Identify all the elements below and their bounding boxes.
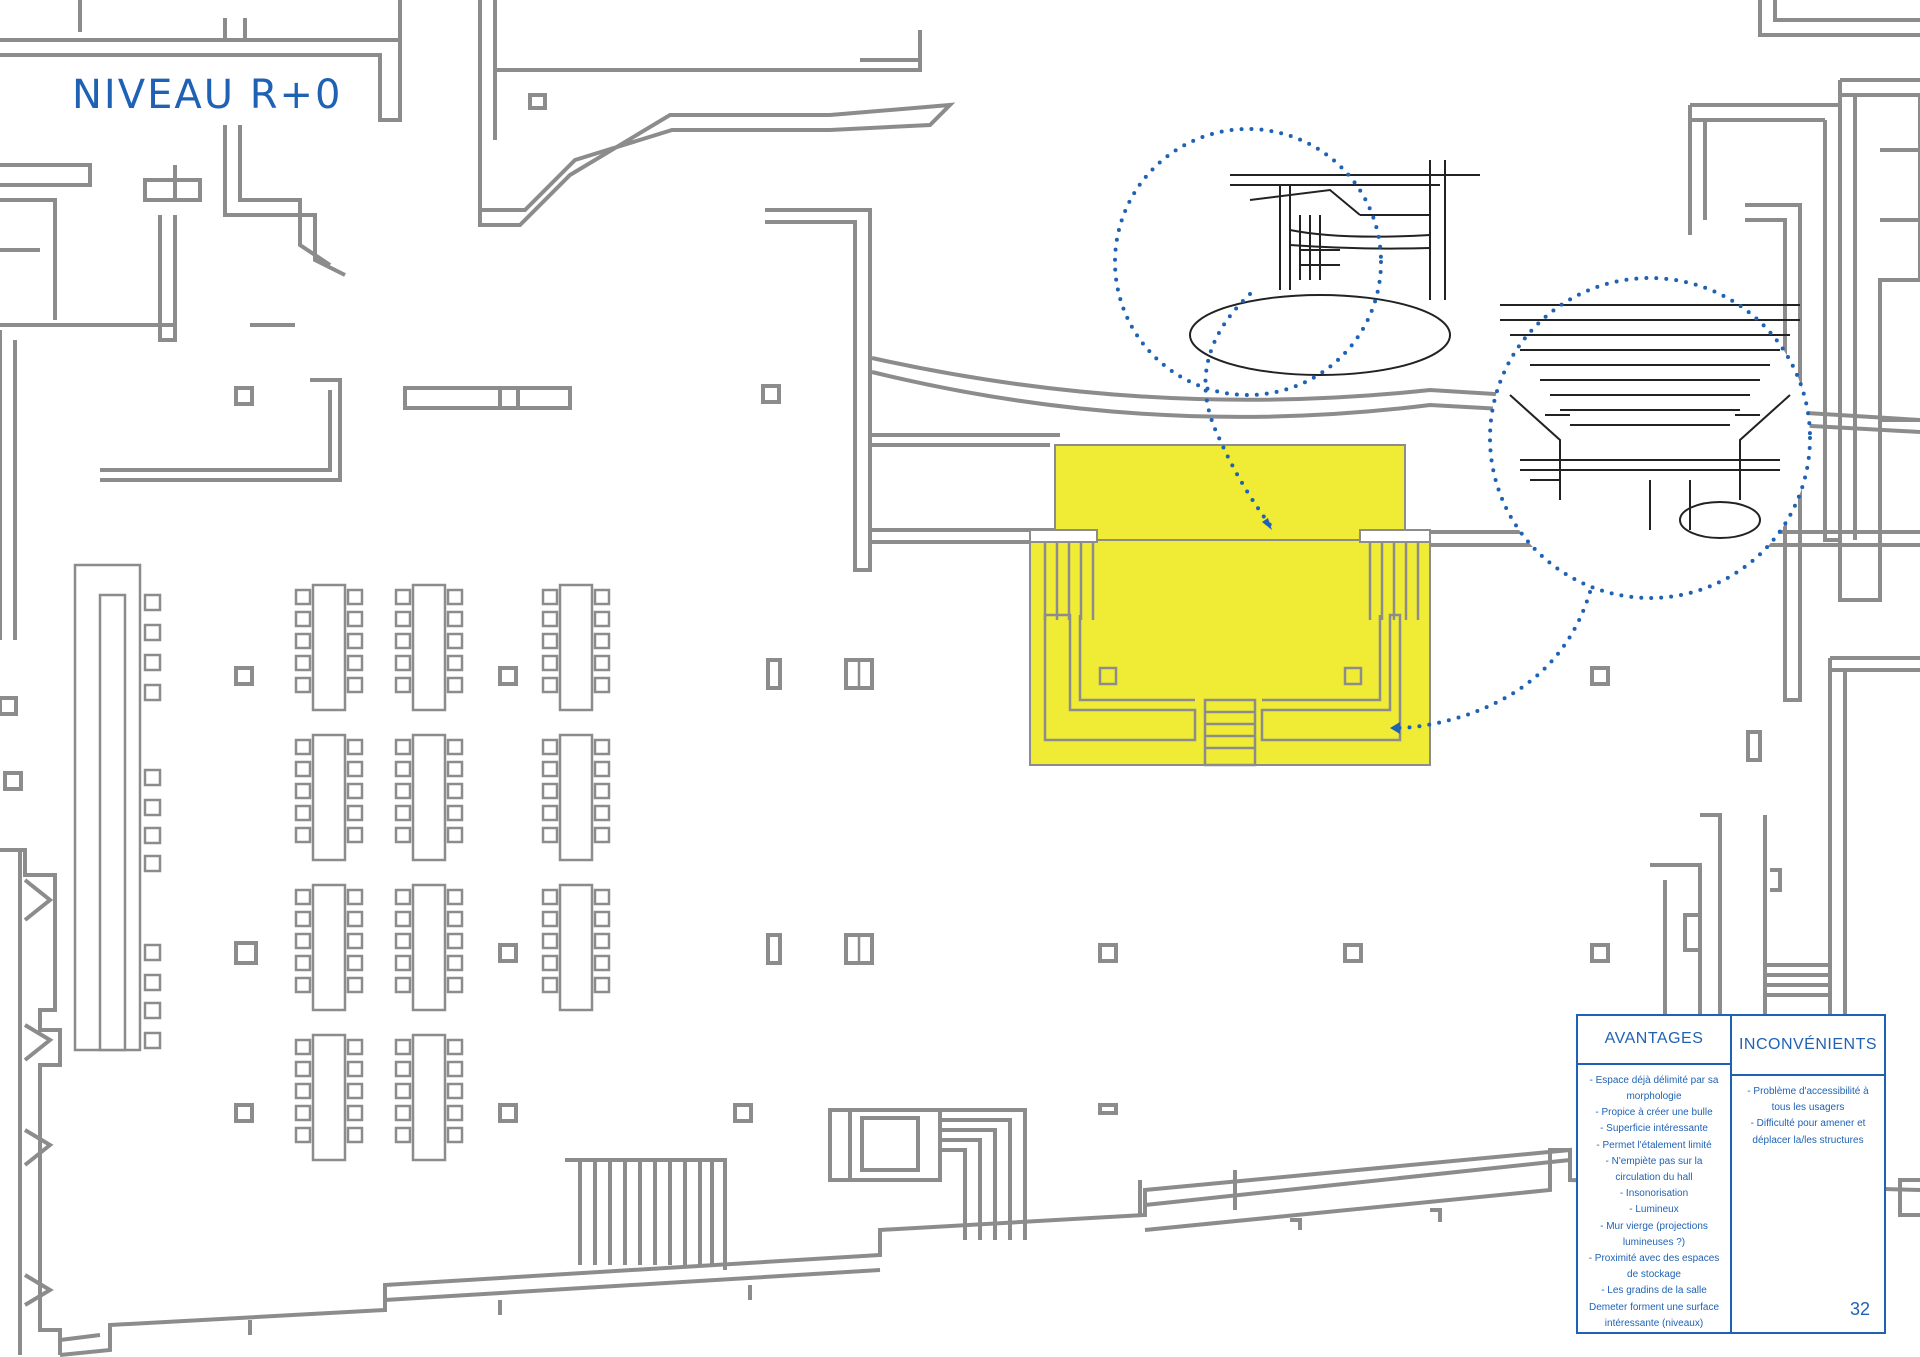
bottom-facade bbox=[59, 1108, 1920, 1357]
list-item: - Lumineux bbox=[1629, 1204, 1679, 1216]
connector-arrows bbox=[1203, 292, 1592, 734]
table-group-1 bbox=[294, 583, 611, 712]
left-walls bbox=[0, 848, 62, 1355]
hall-pillars bbox=[0, 384, 1762, 1123]
left-counter bbox=[73, 563, 162, 1052]
list-item: - Les gradins de la salle Demeter formen… bbox=[1588, 1285, 1720, 1329]
table-group-3 bbox=[294, 883, 611, 1012]
list-item: - Proximité avec des espaces de stockage bbox=[1588, 1252, 1720, 1281]
advantages-header: AVANTAGES bbox=[1578, 1016, 1730, 1065]
arrow-head-icon bbox=[1390, 722, 1400, 734]
list-item: - Problème d'accessibilité à tous les us… bbox=[1747, 1086, 1869, 1114]
sketch-circle-top bbox=[1113, 127, 1480, 397]
list-item: - N'empiète pas sur la circulation du ha… bbox=[1605, 1155, 1703, 1183]
sketch-circle-right bbox=[1488, 276, 1812, 600]
table-group-4 bbox=[294, 1033, 464, 1162]
table-group-2 bbox=[294, 733, 611, 862]
list-item: - Difficulté pour amener et déplacer la/… bbox=[1750, 1118, 1866, 1146]
disadvantages-header: INCONVÉNIENTS bbox=[1732, 1016, 1884, 1076]
advantages-list: - Espace déjà délimité par sa morphologi… bbox=[1578, 1073, 1730, 1332]
list-item: - Mur vierge (projections lumineuses ?) bbox=[1600, 1220, 1708, 1248]
list-item: - Insonorisation bbox=[1619, 1188, 1689, 1200]
top-right-rooms bbox=[1688, 0, 1920, 602]
disadvantages-column: INCONVÉNIENTS - Problème d'accessibilité… bbox=[1730, 1016, 1884, 1332]
top-left-rooms bbox=[0, 0, 402, 640]
list-item: - Propice à créer une bulle bbox=[1595, 1107, 1713, 1119]
disadvantages-list: - Problème d'accessibilité à tous les us… bbox=[1732, 1084, 1884, 1149]
pros-cons-table: AVANTAGES - Espace déjà délimité par sa … bbox=[1576, 1014, 1886, 1334]
right-walls bbox=[1650, 656, 1920, 1030]
list-item: - Superficie intéressante bbox=[1600, 1123, 1708, 1135]
advantages-column: AVANTAGES - Espace déjà délimité par sa … bbox=[1578, 1016, 1730, 1332]
top-center-rooms bbox=[360, 0, 956, 227]
list-item: - Permet l'étalement limité bbox=[1596, 1139, 1712, 1151]
arrow-head-icon bbox=[1262, 518, 1272, 530]
page-title: NIVEAU R+0 bbox=[72, 72, 343, 118]
highlighted-zone bbox=[1029, 444, 1431, 767]
center-walls bbox=[765, 203, 1920, 702]
list-item: - Espace déjà délimité par sa morphologi… bbox=[1589, 1074, 1719, 1102]
page-number: 32 bbox=[1849, 1299, 1870, 1319]
